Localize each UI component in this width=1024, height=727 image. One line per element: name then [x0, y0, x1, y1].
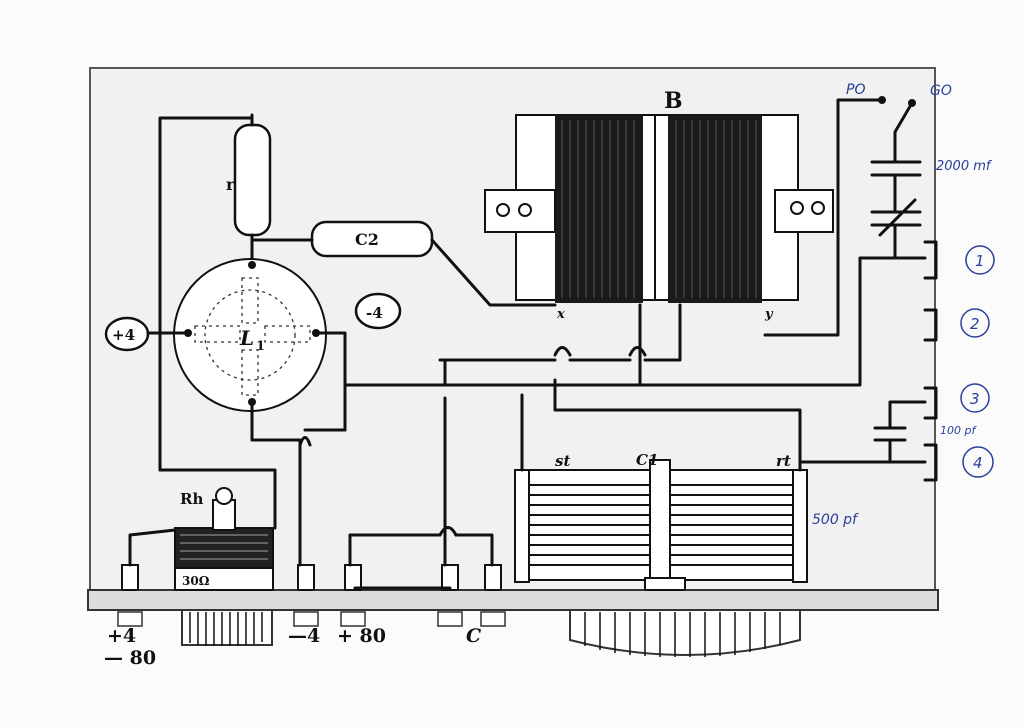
capacitor-c2: C2 [310, 220, 434, 258]
note-500pf: 500 pf [812, 512, 859, 528]
coil-l1: L 1 [173, 258, 327, 412]
note-100pf: 100 pf [940, 424, 977, 437]
output-label-3: 3 [960, 383, 990, 413]
potentiometer-rh: Rh 30Ω [174, 487, 274, 591]
coil-l1-label: L [239, 326, 254, 350]
contact-st: st [555, 452, 570, 470]
output-label-4-text: 4 [973, 454, 983, 472]
output-label-4: 4 [962, 446, 994, 478]
contact-rt: rt [776, 452, 791, 470]
output-label-2: 2 [960, 308, 990, 338]
contact-y: y [764, 307, 774, 322]
circled-minus4-text: -4 [366, 304, 383, 322]
transformer-label: B [664, 88, 683, 114]
resistor-label: r [226, 175, 235, 194]
output-connectors [923, 240, 938, 482]
variable-capacitor-c1: st C1 rt [514, 451, 808, 591]
terminal-label-minus80: — 80 [104, 647, 156, 669]
front-panel-strip [87, 589, 939, 611]
note-po: PO [846, 82, 865, 98]
left-knob [181, 609, 273, 646]
coil-l1-subscript: 1 [256, 339, 265, 354]
terminal-posts [117, 564, 506, 627]
circled-plus4: +4 [104, 316, 150, 352]
circled-plus4-text: +4 [112, 326, 135, 344]
capacitor-c2-label: C2 [355, 230, 379, 249]
output-label-2-text: 2 [970, 315, 980, 333]
terminal-label-plus4: +4 [107, 625, 136, 647]
capacitor-c1-label: C1 [636, 451, 658, 469]
note-2000mf: 2000 mf [936, 159, 993, 174]
terminal-label-plus80: + 80 [337, 625, 386, 647]
transformer-b: B x y [484, 88, 834, 322]
terminal-label-c: C [466, 625, 481, 647]
circled-minus4: -4 [354, 292, 402, 330]
right-knob [569, 609, 801, 657]
terminal-label-minus4: —4 [288, 625, 320, 647]
wiring [128, 96, 927, 590]
note-go: GO [930, 83, 952, 99]
output-label-3-text: 3 [970, 390, 980, 408]
potentiometer-label: Rh [180, 490, 203, 508]
output-label-1: 1 [965, 245, 995, 275]
contact-x: x [556, 307, 565, 322]
output-label-1-text: 1 [975, 252, 985, 270]
potentiometer-value: 30Ω [182, 574, 210, 588]
